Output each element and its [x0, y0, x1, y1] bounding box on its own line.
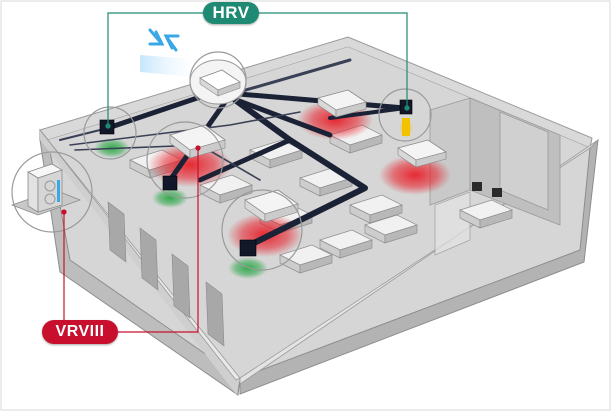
- indicator-light: [399, 118, 413, 138]
- cassette-unit-2: [317, 89, 367, 118]
- hrv-leader-lines: [105, 12, 410, 129]
- vrv-label: VRVIII: [42, 320, 118, 344]
- cassette-unit-3: [244, 189, 299, 223]
- hrv-label: HRV: [203, 2, 259, 24]
- outdoor-vrv-unit: [10, 163, 82, 216]
- fresh-air-intake: [140, 28, 205, 78]
- vrv-leader-lines: [61, 145, 201, 333]
- wall-doors: [107, 201, 225, 347]
- cassette-unit-4: [397, 139, 447, 168]
- cassette-unit-1: [169, 124, 226, 159]
- indoor-cassette-units: [169, 89, 447, 223]
- component-highlight-circles: [11, 51, 432, 271]
